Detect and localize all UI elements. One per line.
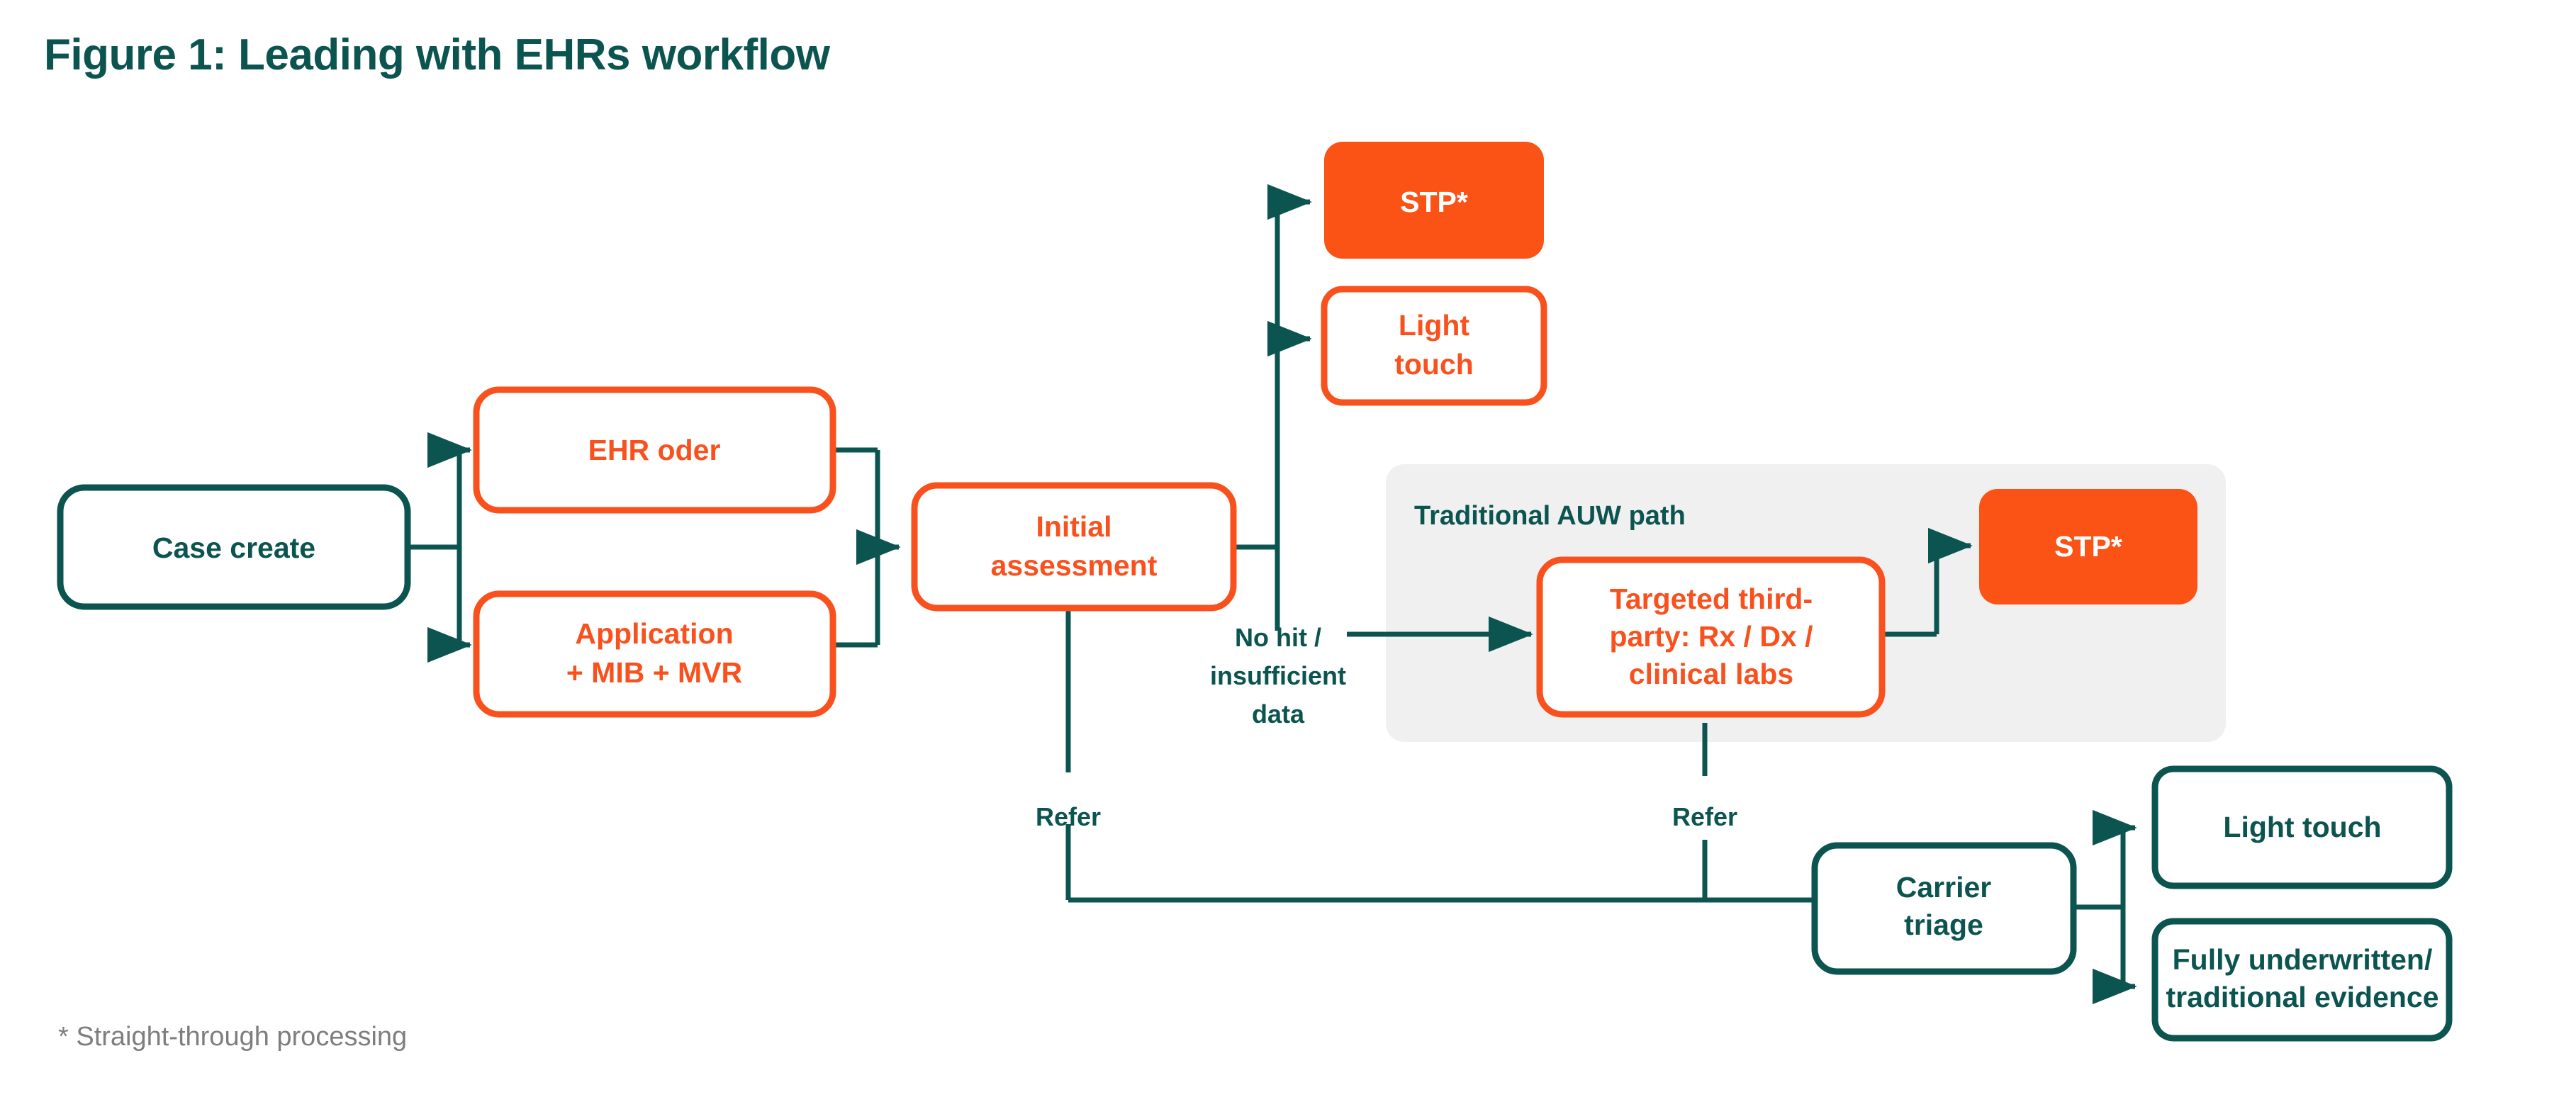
- node-case-create-box[interactable]: [57, 484, 411, 610]
- node-carrier-triage-box[interactable]: [1811, 842, 2077, 975]
- node-ehr-order[interactable]: EHR oder: [473, 386, 836, 514]
- page-title: Figure 1: Leading with EHRs workflow: [44, 30, 830, 79]
- node-ehr-order-box[interactable]: [473, 386, 836, 514]
- node-application-box[interactable]: [473, 590, 836, 718]
- edge-label-refer-right: Refer: [1672, 802, 1737, 831]
- connector-targeted-to-stp: [1882, 527, 1973, 637]
- node-targeted-third-party-label-line2: party: Rx / Dx /: [1609, 620, 1813, 653]
- figure-footnote: * Straight-through processing: [58, 1022, 408, 1052]
- node-case-create[interactable]: Case create: [57, 484, 411, 610]
- node-stp-top-box[interactable]: [1324, 142, 1544, 259]
- node-light-touch-bottom-box[interactable]: [2151, 765, 2453, 889]
- node-targeted-third-party[interactable]: Targeted third- party: Rx / Dx / clinica…: [1536, 556, 1886, 718]
- node-targeted-third-party-box[interactable]: [1536, 556, 1886, 718]
- node-targeted-third-party-label-line1: Targeted third-: [1610, 583, 1813, 615]
- node-initial-assessment-label-line1: Initial: [1036, 510, 1111, 543]
- node-stp-right-label: STP*: [2054, 530, 2122, 563]
- node-application-mib-mvr[interactable]: Application + MIB + MVR: [473, 590, 836, 718]
- node-light-touch-top[interactable]: Light touch: [1321, 286, 1547, 406]
- node-stp-top[interactable]: STP*: [1324, 142, 1544, 259]
- edge-label-no-hit-line1: No hit /: [1235, 623, 1321, 652]
- node-ehr-order-label: EHR oder: [588, 434, 721, 466]
- node-initial-assessment[interactable]: Initial assessment: [911, 482, 1237, 612]
- node-light-touch-top-label-line2: touch: [1394, 348, 1474, 381]
- node-stp-right-box[interactable]: [1979, 489, 2197, 604]
- edge-label-no-hit-line3: data: [1252, 699, 1305, 728]
- node-carrier-triage[interactable]: Carrier triage: [1811, 842, 2077, 975]
- node-light-touch-top-box[interactable]: [1321, 286, 1547, 406]
- node-fully-underwritten-label-line1: Fully underwritten/: [2173, 943, 2433, 976]
- node-fully-underwritten-label-line2: traditional evidence: [2166, 981, 2438, 1013]
- node-case-create-label: Case create: [152, 531, 315, 564]
- node-stp-top-label: STP*: [1400, 186, 1468, 218]
- node-initial-assessment-box[interactable]: [911, 482, 1237, 612]
- node-stp-right[interactable]: STP*: [1979, 489, 2197, 604]
- edge-label-no-hit-line2: insufficient: [1210, 661, 1346, 690]
- node-application-label-line2: + MIB + MVR: [566, 656, 742, 689]
- node-light-touch-bottom-label: Light touch: [2223, 811, 2381, 843]
- node-fully-underwritten-box[interactable]: [2151, 918, 2453, 1042]
- node-initial-assessment-label-line2: assessment: [991, 549, 1158, 582]
- node-carrier-triage-label-line1: Carrier: [1896, 871, 1992, 904]
- edge-label-refer-left: Refer: [1036, 802, 1101, 831]
- node-targeted-third-party-label-line3: clinical labs: [1629, 658, 1793, 690]
- connector-case-to-inputs: [408, 432, 472, 663]
- connector-inputs-to-initial: [833, 447, 901, 648]
- node-light-touch-bottom[interactable]: Light touch: [2151, 765, 2453, 889]
- traditional-auw-panel-label: Traditional AUW path: [1414, 501, 1686, 531]
- node-carrier-triage-label-line2: triage: [1904, 908, 1983, 941]
- node-application-label-line1: Application: [575, 617, 733, 650]
- connector-carrier-to-outcomes: [2073, 809, 2137, 1005]
- node-light-touch-top-label-line1: Light: [1399, 309, 1470, 342]
- connector-initial-to-trunk: [1233, 184, 1312, 631]
- connector-refer-left: [1065, 608, 1815, 903]
- node-fully-underwritten[interactable]: Fully underwritten/ traditional evidence: [2151, 918, 2453, 1042]
